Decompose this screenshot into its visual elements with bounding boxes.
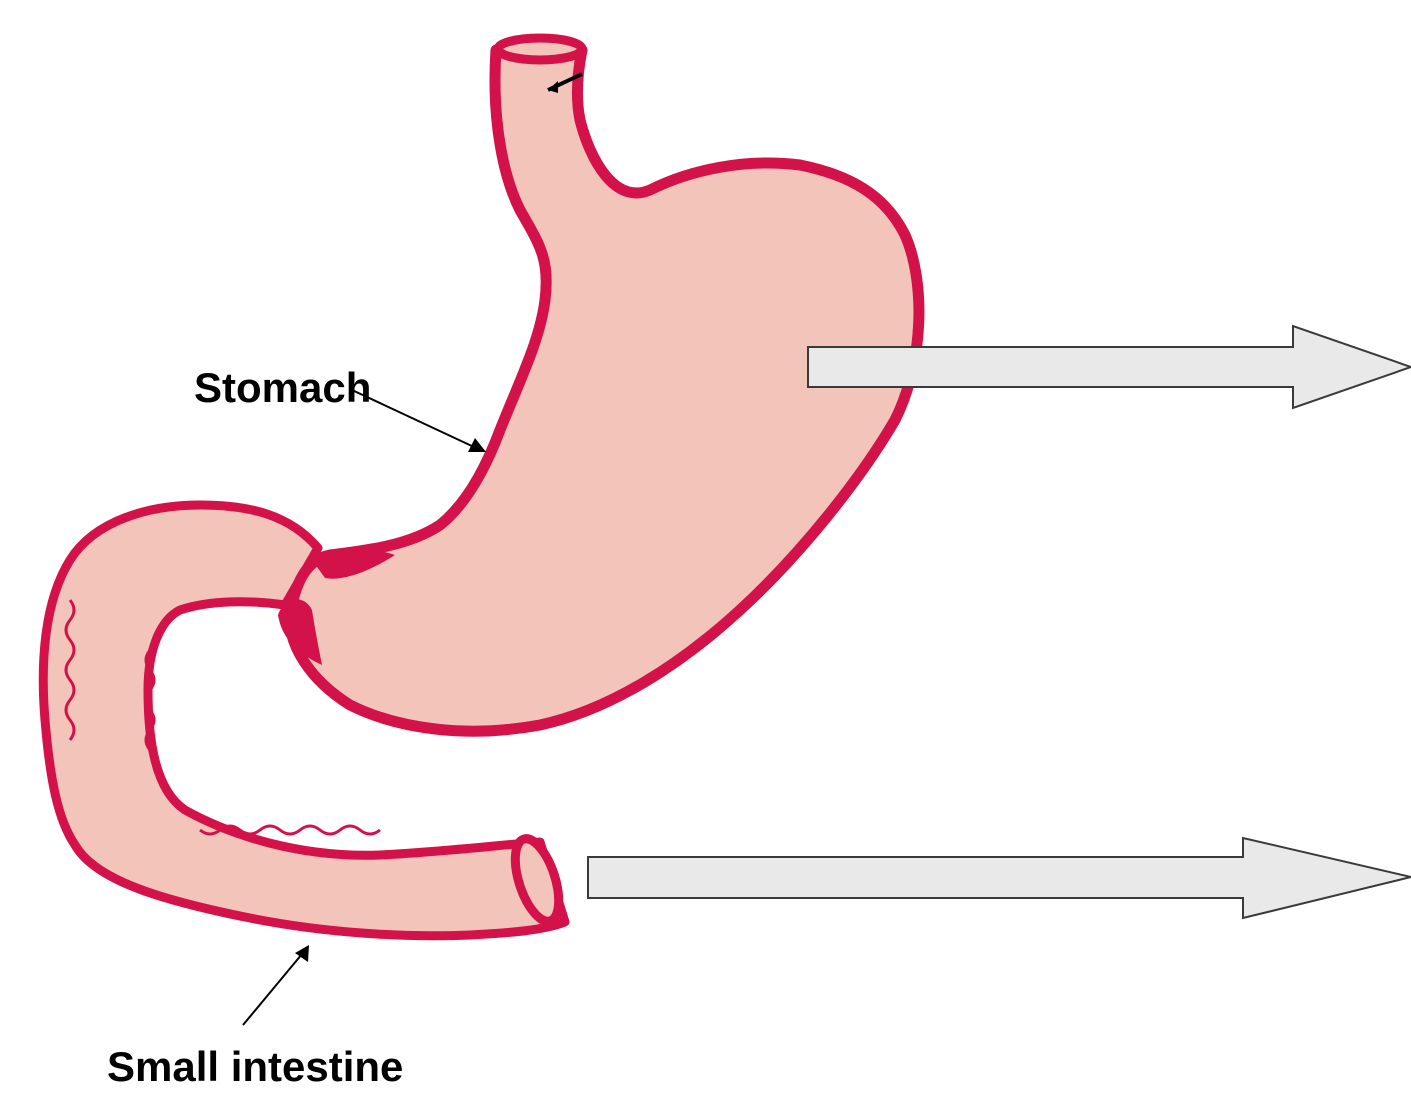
small-intestine-label: Small intestine	[107, 1046, 403, 1088]
stomach-label: Stomach	[194, 367, 371, 409]
small-intestine-pointer	[243, 945, 309, 1025]
stomach-pointer	[352, 390, 486, 452]
lower-block-arrow	[588, 838, 1411, 918]
